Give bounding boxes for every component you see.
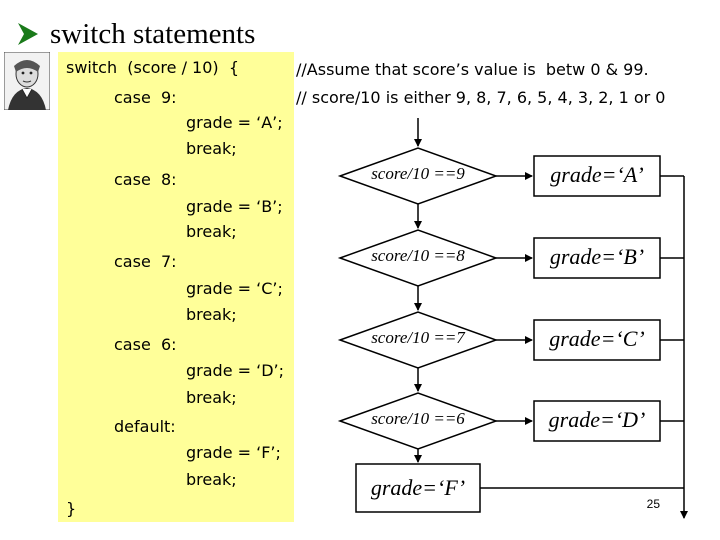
action-label-b: grade=‘B’: [534, 244, 660, 270]
action-label-c: grade=‘C’: [534, 326, 660, 352]
condition-label-8: score/10 ==8: [340, 246, 496, 266]
action-label-a: grade=‘A’: [534, 162, 660, 188]
page-number: 25: [647, 497, 660, 511]
action-label-d: grade=‘D’: [534, 407, 660, 433]
condition-label-7: score/10 ==7: [340, 328, 496, 348]
default-action-label: grade=‘F’: [356, 475, 480, 501]
condition-label-6: score/10 ==6: [340, 409, 496, 429]
condition-label-9: score/10 ==9: [340, 164, 496, 184]
